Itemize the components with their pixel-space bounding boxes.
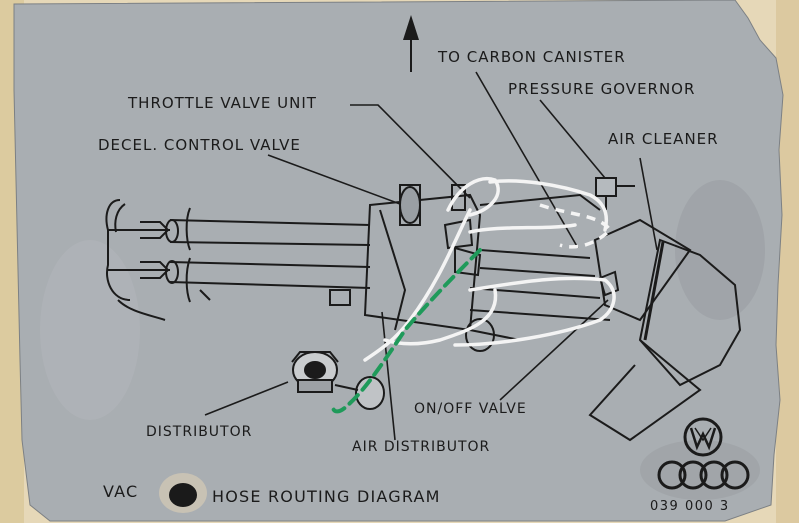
metal-plate (13, 0, 784, 522)
distributor-part (291, 351, 385, 410)
air-cleaner-housing (588, 218, 742, 442)
throttle-body (329, 184, 482, 332)
forward-arrow-icon (403, 15, 419, 72)
part-number: 039 000 3 (650, 499, 730, 514)
rivet-icon (159, 473, 207, 513)
label-decel-control-valve: DECEL. CONTROL VALVE (98, 136, 301, 154)
intake-manifold (105, 199, 371, 321)
label-to-carbon-canister: TO CARBON CANISTER (438, 48, 626, 66)
label-distributor: DISTRIBUTOR (146, 424, 253, 440)
green-dashed-hose (330, 248, 482, 414)
diagram-title: HOSE ROUTING DIAGRAM (212, 487, 441, 506)
air-flow-ducts (465, 193, 611, 352)
label-on-off-valve: ON/OFF VALVE (414, 401, 527, 417)
white-vacuum-hoses (363, 177, 616, 362)
vw-logo-icon (683, 417, 723, 457)
diagram-title-prefix: VAC (103, 482, 139, 501)
label-throttle-valve-unit: THROTTLE VALVE UNIT (128, 94, 317, 112)
label-pressure-governor: PRESSURE GOVERNOR (508, 80, 696, 98)
label-air-distributor: AIR DISTRIBUTOR (352, 439, 491, 455)
white-dashed-hose (539, 203, 613, 249)
label-air-cleaner: AIR CLEANER (608, 130, 719, 148)
pressure-governor-part (595, 177, 635, 210)
audi-rings-icon (657, 460, 750, 490)
